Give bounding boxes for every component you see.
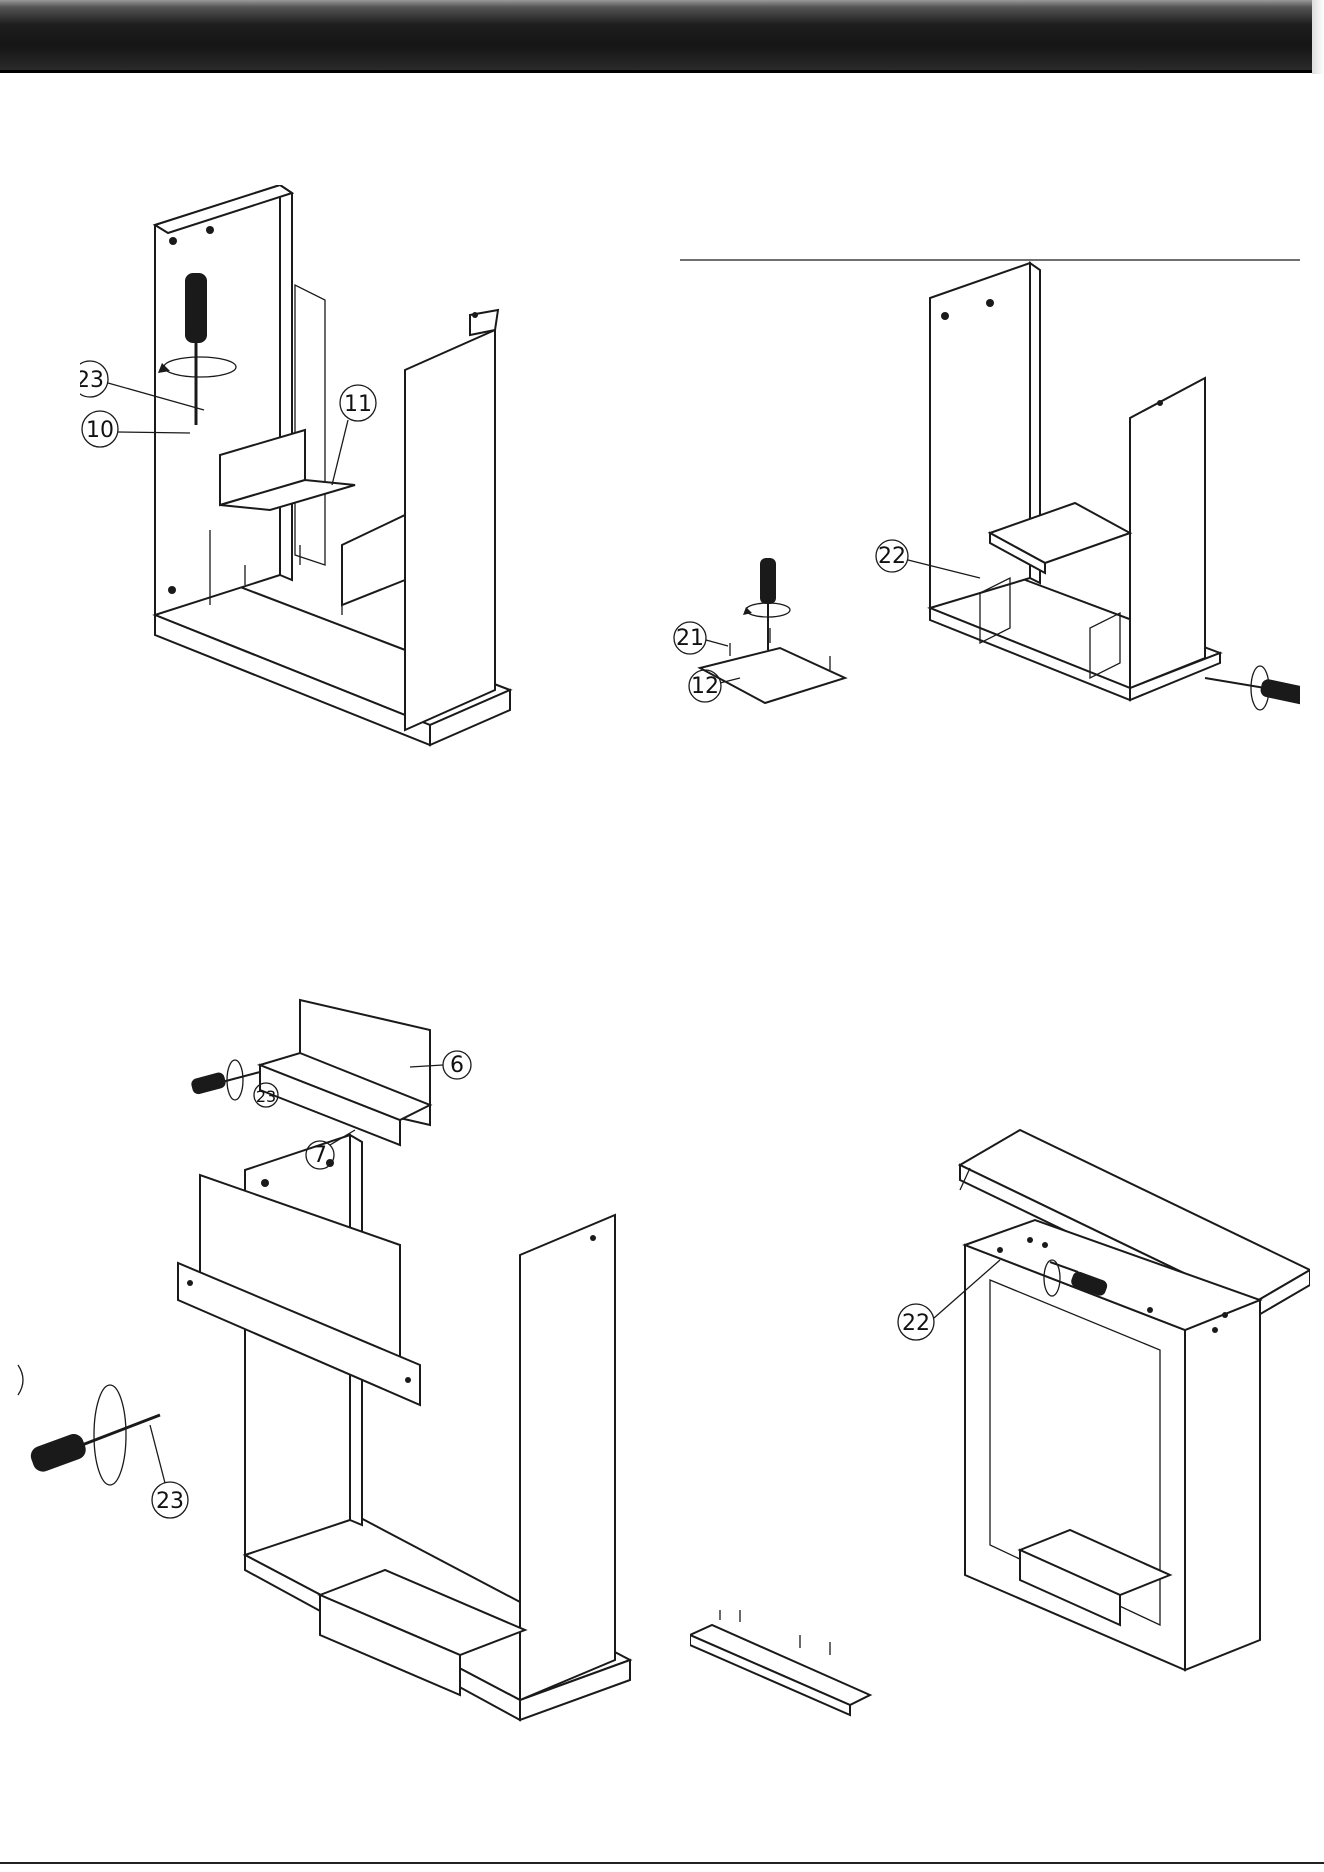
step-a-diagram: 23 10 11 bbox=[80, 185, 520, 765]
screwdriver-icon bbox=[760, 558, 776, 650]
part-label-22: 22 bbox=[902, 1311, 930, 1336]
footer-rule bbox=[0, 1862, 1324, 1864]
part-callout: 23 bbox=[150, 1425, 188, 1518]
part-label-12: 12 bbox=[691, 674, 719, 699]
part-label-11: 11 bbox=[344, 392, 372, 417]
part-label-6: 6 bbox=[450, 1053, 464, 1078]
step-b-figure: 22 21 12 bbox=[660, 258, 1300, 778]
step-c-diagram: 6 23 7 23 bbox=[10, 995, 650, 1815]
part-label-23: 23 bbox=[256, 1087, 276, 1106]
part-label-23: 23 bbox=[80, 368, 104, 393]
part-label-22: 22 bbox=[878, 544, 906, 569]
header-bar bbox=[0, 0, 1316, 73]
part-label-7: 7 bbox=[313, 1143, 327, 1168]
step-c-figure: 6 23 7 23 bbox=[10, 995, 650, 1815]
part-callout: 23 bbox=[254, 1083, 278, 1107]
part-label-21: 21 bbox=[676, 626, 704, 651]
part-label-23: 23 bbox=[156, 1489, 184, 1514]
step-d-diagram: 22 bbox=[690, 1120, 1310, 1840]
header-edge bbox=[1312, 0, 1324, 74]
step-a-figure: 23 10 11 bbox=[80, 185, 520, 765]
part-callout: 21 bbox=[674, 622, 728, 654]
step-b-diagram: 22 21 12 bbox=[660, 258, 1300, 778]
part-callout: 11 bbox=[332, 385, 376, 485]
rotation-arrow-icon bbox=[743, 603, 790, 617]
part-label-10: 10 bbox=[86, 418, 114, 443]
screwdriver-icon bbox=[190, 1071, 260, 1095]
step-d-figure: 22 bbox=[690, 1120, 1310, 1840]
